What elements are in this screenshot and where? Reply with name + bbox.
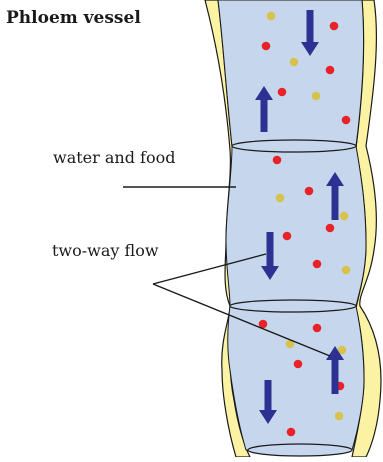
vessel-cell-1 <box>218 0 364 146</box>
food-particle <box>283 232 292 241</box>
sieve-plate-2 <box>230 300 356 312</box>
food-particle <box>313 260 322 269</box>
food-particle <box>294 360 303 369</box>
food-particle <box>330 22 339 31</box>
vessel-cell-2 <box>226 146 366 306</box>
food-particle <box>326 66 335 75</box>
water-particle <box>290 58 299 67</box>
label-two-way-flow: two-way flow <box>52 241 159 260</box>
sieve-plate-3 <box>248 444 352 456</box>
food-particle <box>273 156 282 165</box>
water-particle <box>276 194 285 203</box>
food-particle <box>305 187 314 196</box>
label-water-and-food: water and food <box>53 148 175 167</box>
vessel-cell-3 <box>228 306 364 450</box>
water-particle <box>340 212 349 221</box>
vessel-interior <box>218 0 366 450</box>
food-particle <box>278 88 287 97</box>
food-particle <box>326 224 335 233</box>
food-particle <box>342 116 351 125</box>
diagram-title: Phloem vessel <box>6 8 141 28</box>
water-particle <box>312 92 321 101</box>
water-particle <box>335 412 344 421</box>
water-particle <box>342 266 351 275</box>
water-particle <box>267 12 276 21</box>
food-particle <box>313 324 322 333</box>
food-particle <box>287 428 296 437</box>
sieve-plate-1 <box>232 140 356 152</box>
food-particle <box>262 42 271 51</box>
